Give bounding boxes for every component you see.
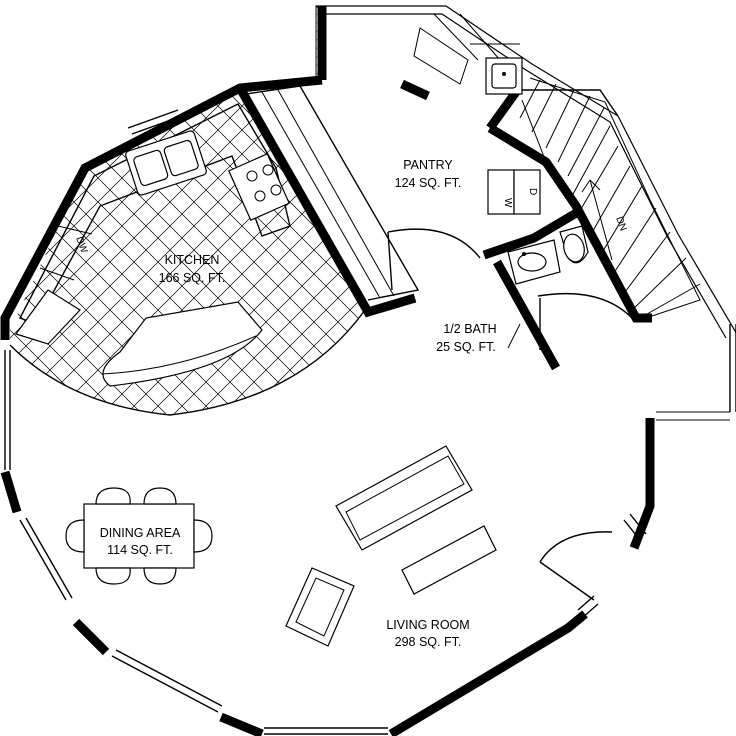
- dryer-label: D: [527, 188, 538, 195]
- pantry-shelving: [245, 13, 523, 301]
- room-labels: PANTRY 124 SQ. FT. KITCHEN 166 SQ. FT. 1…: [100, 158, 497, 649]
- sofa: [335, 445, 473, 551]
- coffee-table: [401, 525, 497, 595]
- living-area: 298 SQ. FT.: [395, 635, 462, 649]
- dining-table: [83, 503, 195, 569]
- pantry-door-swing: [387, 228, 481, 259]
- dining-name: DINING AREA: [100, 526, 181, 540]
- kitchen-island: [102, 301, 263, 387]
- half-bath-fixtures: [507, 225, 589, 285]
- stairs: DN: [515, 77, 701, 321]
- kitchen-counters: DW: [15, 103, 291, 387]
- kitchen-area: 166 SQ. FT.: [159, 271, 226, 285]
- window-south-east: [577, 595, 599, 619]
- living-furniture: [285, 445, 497, 647]
- dining-set: [65, 487, 213, 585]
- window-east: [623, 513, 647, 541]
- dryer: [513, 169, 541, 215]
- cooktop: [228, 153, 290, 221]
- bath-label-leader: [507, 323, 521, 349]
- window-dining: [19, 517, 73, 601]
- washer-label: W: [502, 198, 513, 208]
- dining-area: 114 SQ. FT.: [107, 543, 173, 557]
- window-west: [4, 350, 11, 470]
- entry-door-swing: [539, 531, 613, 563]
- window-kitchen: [127, 109, 183, 135]
- kitchen-name: KITCHEN: [165, 253, 220, 267]
- half-bath-area: 25 SQ. FT.: [436, 340, 496, 354]
- pantry-name: PANTRY: [403, 158, 453, 172]
- kitchen-floor-edge: [9, 309, 366, 416]
- window-south: [264, 727, 388, 735]
- doors: [387, 228, 633, 601]
- half-bath-name: 1/2 BATH: [443, 322, 496, 336]
- windows: [4, 109, 736, 735]
- washer: [487, 169, 515, 215]
- window-south-west: [111, 649, 223, 713]
- bath-sink: [517, 252, 547, 272]
- refrigerator: [15, 289, 81, 345]
- stairs-direction-label: DN: [613, 215, 628, 232]
- bath-door-swing: [537, 292, 633, 319]
- washer-dryer: W D: [487, 169, 541, 215]
- living-name: LIVING ROOM: [386, 618, 469, 632]
- pantry-area: 124 SQ. FT.: [395, 176, 462, 190]
- window-north-east: [729, 324, 736, 412]
